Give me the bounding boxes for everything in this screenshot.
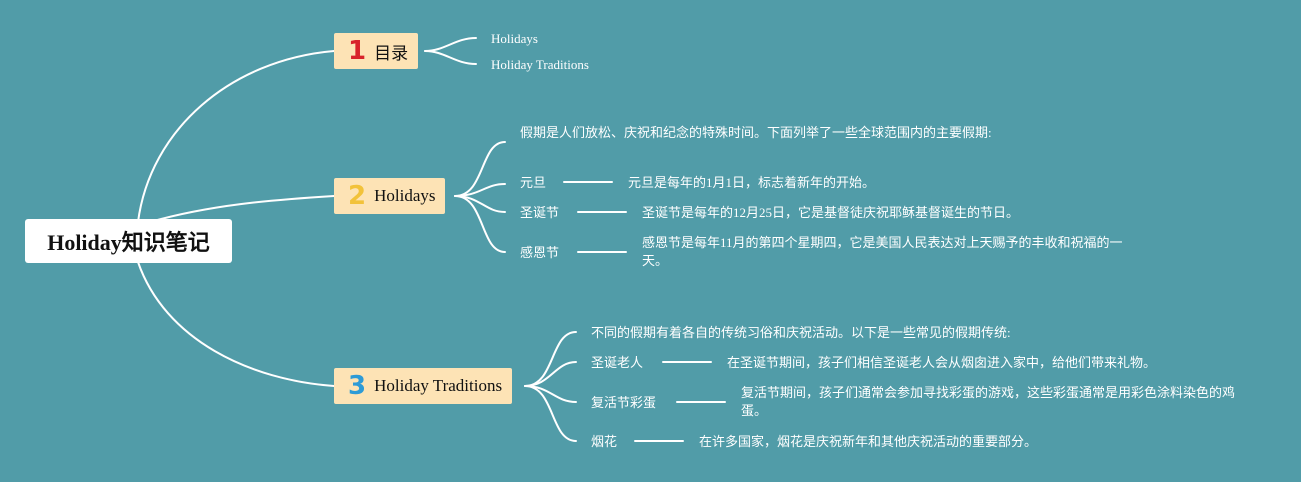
root-title: Holiday知识笔记 (47, 230, 210, 255)
tradition-name-fireworks[interactable]: 烟花 (591, 434, 618, 449)
branch-node-3[interactable]: 3 Holiday Traditions (334, 368, 513, 404)
connector-b2-item3 (454, 195, 506, 253)
tradition-desc-fireworks[interactable]: 在许多国家，烟花是庆祝新年和其他庆祝活动的重要部分。 (699, 434, 1038, 449)
tradition-desc-santa[interactable]: 在圣诞节期间，孩子们相信圣诞老人会从烟囱进入家中，给他们带来礼物。 (727, 355, 1157, 370)
holidays-intro[interactable]: 假期是人们放松、庆祝和纪念的特殊时间。下面列举了一些全球范围内的主要假期: (520, 125, 992, 140)
connector-b3-intro (524, 331, 577, 387)
number-badge-1: 1 (348, 36, 367, 66)
connector-b1-item1 (424, 37, 477, 52)
connector-root-branch-2 (149, 195, 335, 223)
connector-b3-item1 (524, 361, 577, 387)
branch-node-1[interactable]: 1 目录 (334, 33, 419, 69)
holiday-desc-christmas[interactable]: 圣诞节是每年的12月25日，它是基督徒庆祝耶稣基督诞生的节日。 (642, 205, 1020, 220)
tradition-desc-easter-eggs[interactable]: 复活节期间，孩子们通常会参加寻找彩蛋的游戏，这些彩蛋通常是用彩色涂料染色的鸡蛋。 (741, 385, 1236, 418)
tradition-name-easter-eggs[interactable]: 复活节彩蛋 (591, 395, 657, 410)
connector-root-branch-3 (137, 261, 335, 387)
topic-holidays[interactable]: Holidays (491, 31, 538, 46)
number-badge-2: 2 (348, 181, 367, 211)
holiday-name-new-year[interactable]: 元旦 (520, 175, 547, 190)
branch-label-2: Holidays (374, 186, 436, 205)
connector-b3-item3 (524, 385, 577, 442)
branch-label-1: 目录 (374, 43, 409, 63)
tradition-name-santa[interactable]: 圣诞老人 (591, 355, 644, 370)
number-badge-3: 3 (348, 371, 367, 401)
branch-label-3: Holiday Traditions (374, 376, 503, 395)
root-node[interactable]: Holiday知识笔记 (25, 219, 232, 263)
connector-b1-item2 (424, 50, 477, 65)
holiday-name-thanksgiving[interactable]: 感恩节 (520, 245, 560, 260)
connector-b2-intro (454, 141, 506, 197)
holiday-name-christmas[interactable]: 圣诞节 (520, 205, 560, 220)
holiday-desc-thanksgiving[interactable]: 感恩节是每年11月的第四个星期四，它是美国人民表达对上天赐予的丰收和祝福的一天。 (642, 235, 1123, 268)
connector-root-branch-1 (137, 50, 335, 223)
topic-holiday-traditions[interactable]: Holiday Traditions (491, 57, 589, 72)
holiday-desc-new-year[interactable]: 元旦是每年的1月1日，标志着新年的开始。 (628, 175, 876, 190)
traditions-intro[interactable]: 不同的假期有着各自的传统习俗和庆祝活动。以下是一些常见的假期传统: (591, 325, 1011, 340)
branch-node-2[interactable]: 2 Holidays (334, 178, 446, 214)
